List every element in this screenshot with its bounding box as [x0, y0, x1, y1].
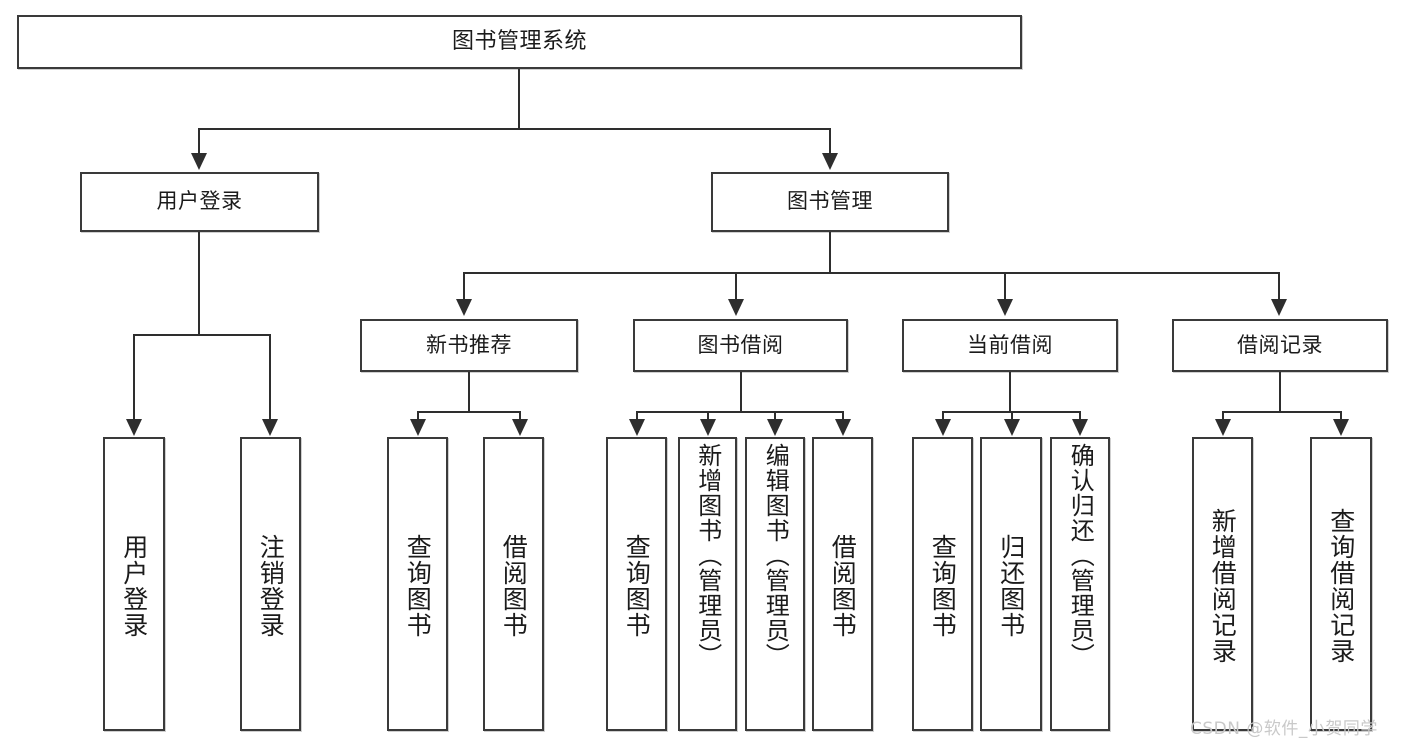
- leaf-bookborrow-borrow-book[interactable]: 借阅图书: [812, 437, 873, 731]
- leaf-newbook-query-book[interactable]: 查询图书: [387, 437, 448, 731]
- node-label: 借阅图书: [499, 534, 529, 638]
- arrow-root-to-bookmgmt: [822, 153, 838, 170]
- leaf-currentborrow-return-book[interactable]: 归还图书: [980, 437, 1042, 731]
- arrow-currentborrow-leaf-1: [935, 419, 951, 436]
- leaf-newbook-borrow-book[interactable]: 借阅图书: [483, 437, 544, 731]
- node-label: 用户登录: [156, 189, 243, 214]
- arrow-currentborrow-leaf-2: [1004, 419, 1020, 436]
- arrow-newbook-leaf-2: [512, 419, 528, 436]
- arrow-bookborrow-leaf-1: [629, 419, 645, 436]
- connector-login-stem: [198, 232, 200, 334]
- node-label: 新增图书（管理员）: [693, 443, 722, 668]
- connector-borrowrecord-branch-2: [1340, 411, 1342, 420]
- arrow-login-leaf-1: [126, 419, 142, 436]
- connector-root-stem: [518, 69, 520, 128]
- connector-bookmgmt-branch-4: [1278, 272, 1280, 300]
- arrow-bookborrow-leaf-2: [700, 419, 716, 436]
- arrow-newbook-leaf-1: [410, 419, 426, 436]
- leaf-currentborrow-confirm-return-admin[interactable]: 确认归还（管理员）: [1050, 437, 1110, 731]
- connector-root-to-bookmgmt: [829, 128, 831, 154]
- node-label: 归还图书: [996, 534, 1026, 638]
- leaf-bookborrow-add-book-admin[interactable]: 新增图书（管理员）: [678, 437, 737, 731]
- node-label: 图书借阅: [697, 332, 784, 357]
- node-label: 借阅图书: [828, 534, 858, 638]
- node-label: 查询图书: [928, 534, 958, 638]
- node-label: 注销登录: [256, 534, 286, 638]
- arrow-bookmgmt-child-3: [997, 299, 1013, 316]
- connector-bookmgmt-branch-1: [463, 272, 465, 300]
- node-label: 图书管理: [787, 189, 873, 214]
- connector-currentborrow-branch-3: [1079, 411, 1081, 420]
- connector-currentborrow-branch-1: [942, 411, 944, 420]
- connector-root-bus: [198, 128, 830, 130]
- node-label: 借阅记录: [1237, 332, 1323, 357]
- arrow-bookmgmt-child-1: [456, 299, 472, 316]
- connector-borrowrecord-branch-1: [1222, 411, 1224, 420]
- connector-bookmgmt-stem: [829, 232, 831, 272]
- connector-newbook-branch-1: [417, 411, 419, 420]
- arrow-login-leaf-2: [262, 419, 278, 436]
- node-user-login[interactable]: 用户登录: [80, 172, 319, 232]
- arrow-borrowrecord-leaf-1: [1215, 419, 1231, 436]
- node-label: 当前借阅: [967, 332, 1053, 357]
- connector-bookborrow-branch-3: [774, 411, 776, 420]
- arrow-currentborrow-leaf-3: [1072, 419, 1088, 436]
- connector-bookborrow-branch-1: [636, 411, 638, 420]
- leaf-borrowrecord-query-record[interactable]: 查询借阅记录: [1310, 437, 1372, 731]
- node-book-management[interactable]: 图书管理: [711, 172, 949, 232]
- connector-borrowrecord-bus: [1222, 411, 1342, 413]
- connector-bookborrow-branch-4: [842, 411, 844, 420]
- connector-login-branch-1: [133, 334, 135, 420]
- connector-newbook-branch-2: [519, 411, 521, 420]
- node-new-book-recommend[interactable]: 新书推荐: [360, 319, 578, 372]
- arrow-bookborrow-leaf-3: [767, 419, 783, 436]
- leaf-currentborrow-query-book[interactable]: 查询图书: [912, 437, 973, 731]
- leaf-bookborrow-query-book[interactable]: 查询图书: [606, 437, 667, 731]
- node-system-root[interactable]: 图书管理系统: [17, 15, 1022, 69]
- arrow-bookborrow-leaf-4: [835, 419, 851, 436]
- connector-bookmgmt-branch-2: [735, 272, 737, 300]
- connector-bookborrow-bus: [636, 411, 843, 413]
- arrow-borrowrecord-leaf-2: [1333, 419, 1349, 436]
- node-current-borrow[interactable]: 当前借阅: [902, 319, 1118, 372]
- node-label: 查询图书: [403, 534, 433, 638]
- node-label: 编辑图书（管理员）: [761, 443, 790, 668]
- arrow-bookmgmt-child-4: [1271, 299, 1287, 316]
- connector-currentborrow-stem: [1009, 372, 1011, 411]
- node-label: 查询借阅记录: [1326, 508, 1356, 664]
- node-book-borrow[interactable]: 图书借阅: [633, 319, 848, 372]
- node-label: 用户登录: [119, 534, 149, 638]
- node-label: 新书推荐: [426, 332, 512, 357]
- connector-currentborrow-branch-2: [1011, 411, 1013, 420]
- connector-newbook-bus: [417, 411, 520, 413]
- node-label: 查询图书: [622, 534, 652, 638]
- connector-login-bus: [133, 334, 270, 336]
- connector-bookborrow-branch-2: [707, 411, 709, 420]
- arrow-root-to-login: [191, 153, 207, 170]
- csdn-watermark: CSDN @软件_小贺同学: [1190, 719, 1378, 739]
- leaf-bookborrow-edit-book-admin[interactable]: 编辑图书（管理员）: [745, 437, 805, 731]
- leaf-user-login[interactable]: 用户登录: [103, 437, 165, 731]
- connector-newbook-stem: [468, 372, 470, 411]
- node-borrow-record[interactable]: 借阅记录: [1172, 319, 1388, 372]
- connector-bookmgmt-branch-3: [1004, 272, 1006, 300]
- node-label: 确认归还（管理员）: [1066, 443, 1095, 668]
- leaf-logout-login[interactable]: 注销登录: [240, 437, 301, 731]
- leaf-borrowrecord-add-record[interactable]: 新增借阅记录: [1192, 437, 1253, 731]
- node-label: 图书管理系统: [451, 28, 587, 54]
- connector-bookborrow-stem: [740, 372, 742, 411]
- node-label: 新增借阅记录: [1208, 508, 1238, 664]
- connector-borrowrecord-stem: [1279, 372, 1281, 411]
- connector-root-to-login: [198, 128, 200, 154]
- connector-login-branch-2: [269, 334, 271, 420]
- connector-bookmgmt-bus: [463, 272, 1280, 274]
- arrow-bookmgmt-child-2: [728, 299, 744, 316]
